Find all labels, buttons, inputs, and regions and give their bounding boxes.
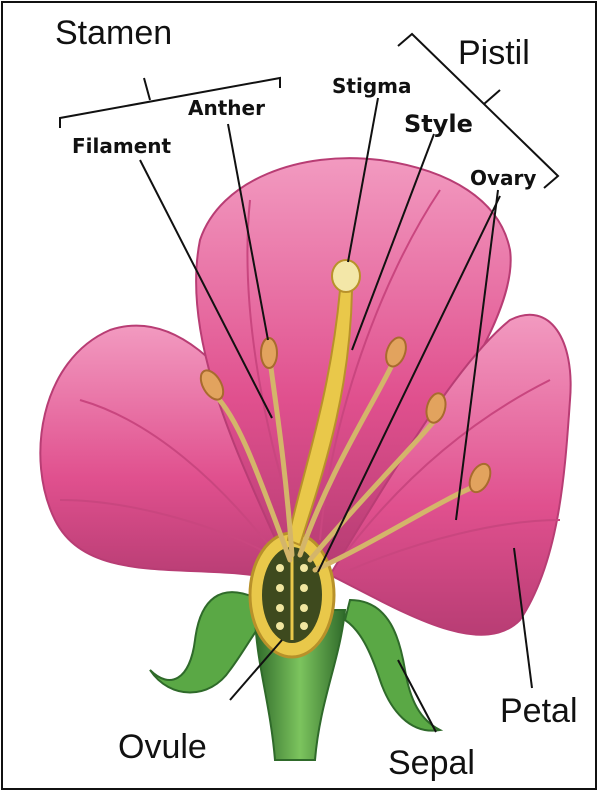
stigma <box>332 260 360 292</box>
label-style: Style <box>404 110 473 138</box>
label-anther: Anther <box>188 96 265 120</box>
label-filament: Filament <box>72 134 171 158</box>
sepal-left <box>150 592 265 692</box>
label-pistil: Pistil <box>458 34 530 73</box>
label-ovule: Ovule <box>118 728 207 767</box>
label-sepal: Sepal <box>388 744 475 783</box>
label-stamen: Stamen <box>55 14 172 53</box>
label-ovary: Ovary <box>470 166 536 190</box>
label-stigma: Stigma <box>332 74 411 98</box>
label-petal: Petal <box>500 692 578 731</box>
